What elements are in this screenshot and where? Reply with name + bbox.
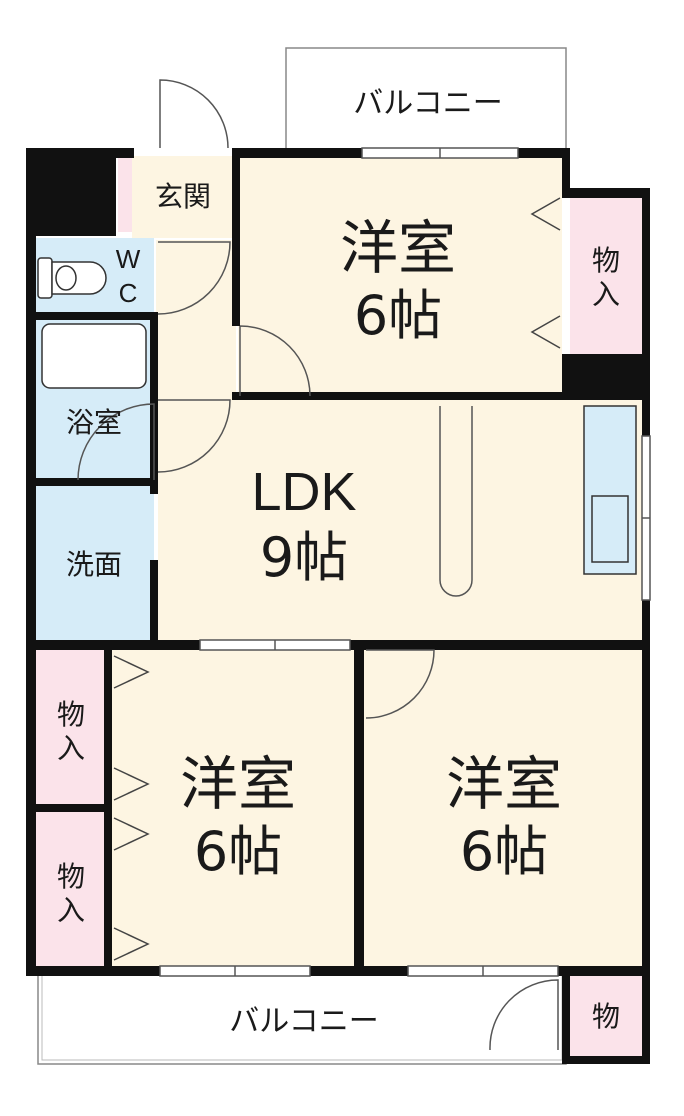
bath-label: 浴室 bbox=[66, 406, 122, 439]
closet-left-b-line1: 物 bbox=[57, 860, 85, 893]
closet-door-marks bbox=[113, 197, 561, 961]
closet-left-a-line1: 物 bbox=[57, 698, 85, 731]
closet-right-top-line1: 物 bbox=[592, 244, 620, 277]
entrance-fill bbox=[132, 156, 236, 238]
closet-right-top-line2: 入 bbox=[592, 278, 620, 311]
closet-right-top-fill bbox=[570, 196, 642, 354]
toilet-icon bbox=[37, 257, 107, 299]
balcony-top bbox=[285, 47, 567, 151]
wc-label-w: W bbox=[116, 244, 141, 274]
washroom-fill bbox=[34, 484, 154, 640]
wc-label-c: C bbox=[119, 278, 138, 308]
closet-left-a-line2: 入 bbox=[57, 732, 85, 765]
western-top-size: 6帖 bbox=[354, 284, 442, 347]
western-br-size: 6帖 bbox=[460, 820, 548, 883]
room-western-top-fill bbox=[238, 156, 562, 396]
washroom-label: 洗面 bbox=[66, 548, 122, 581]
western-br-name: 洋室 bbox=[446, 750, 562, 818]
door-swings bbox=[77, 79, 559, 1051]
ldk-size: 9帖 bbox=[260, 526, 348, 589]
ldk-name: LDK bbox=[251, 462, 356, 522]
closet-left-b-fill bbox=[34, 812, 108, 968]
balcony-bottom bbox=[37, 969, 567, 1065]
entrance-label: 玄関 bbox=[155, 180, 211, 213]
closet-left-a-fill bbox=[34, 650, 108, 804]
western-bl-name: 洋室 bbox=[180, 750, 296, 818]
hall-fill bbox=[156, 240, 236, 400]
bathtub-icon bbox=[41, 323, 147, 389]
western-bl-size: 6帖 bbox=[194, 820, 282, 883]
room-western-bl-fill bbox=[112, 650, 358, 968]
balcony-bottom-label: バルコニー bbox=[229, 1004, 378, 1039]
closet-left-b-line2: 入 bbox=[57, 894, 85, 927]
closet-balcony-label: 物 bbox=[592, 1000, 620, 1033]
balcony-top-label: バルコニー bbox=[353, 86, 502, 121]
entrance-shoe-fill bbox=[118, 156, 132, 232]
western-top-name: 洋室 bbox=[340, 214, 456, 282]
windows bbox=[159, 147, 651, 977]
closet-balcony-fill bbox=[570, 976, 642, 1056]
room-ldk-fill bbox=[158, 400, 642, 642]
